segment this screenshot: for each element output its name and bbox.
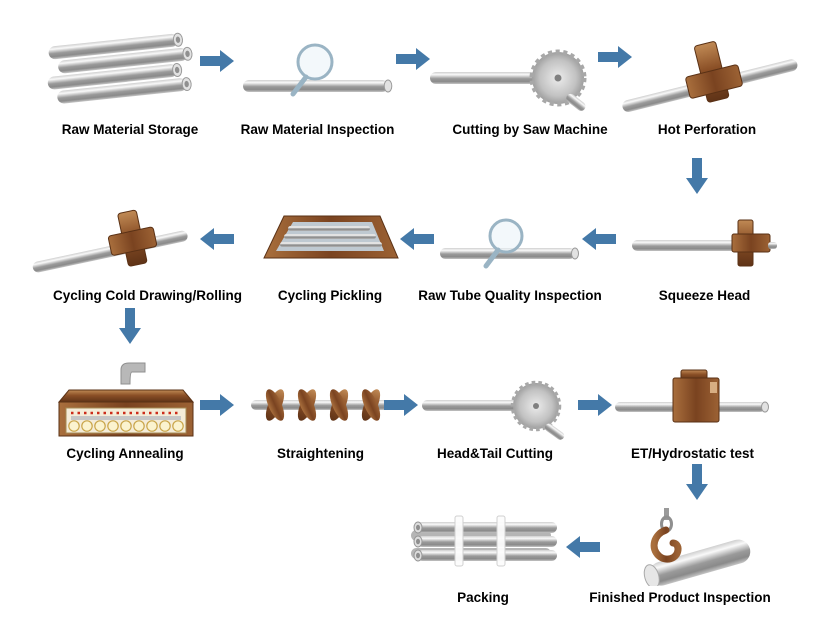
arrow-right-icon xyxy=(384,392,418,418)
step-label: Raw Material Inspection xyxy=(240,122,395,137)
saw-blade-tube-icon xyxy=(430,22,630,118)
annealing-furnace-icon xyxy=(35,358,215,442)
arrow-left-icon xyxy=(582,226,616,252)
arrow-left-icon xyxy=(400,226,434,252)
step-label: Squeeze Head xyxy=(658,288,751,303)
step-raw-material-storage: Raw Material Storage xyxy=(35,22,225,137)
arrow-right-icon xyxy=(200,392,234,418)
step-label: ET/Hydrostatic test xyxy=(630,446,755,461)
arrow-down-icon xyxy=(684,158,710,194)
step-label: Cycling Annealing xyxy=(66,446,184,461)
arrow-down-icon xyxy=(684,464,710,500)
step-straightening: Straightening xyxy=(238,358,403,461)
step-cycling-annealing: Cycling Annealing xyxy=(35,358,215,461)
step-label: Cycling Pickling xyxy=(277,288,383,303)
magnifier-tube-icon xyxy=(225,22,410,118)
arrow-left-icon xyxy=(200,226,234,252)
step-label: Raw Material Storage xyxy=(61,122,199,137)
bundled-tubes-icon xyxy=(398,508,568,586)
arrow-right-icon xyxy=(598,44,632,70)
stacked-tubes-icon xyxy=(35,22,225,118)
step-label: Cycling Cold Drawing/Rolling xyxy=(53,288,242,303)
cross-die-tube-icon xyxy=(612,22,802,118)
step-raw-tube-quality-inspection: Raw Tube Quality Inspection xyxy=(412,202,608,303)
crane-hook-tube-icon xyxy=(585,508,775,586)
step-label: Packing xyxy=(457,590,509,605)
step-label: Hot Perforation xyxy=(657,122,757,137)
step-squeeze-head: Squeeze Head xyxy=(622,202,787,303)
arrow-right-icon xyxy=(200,48,234,74)
step-finished-product-inspection: Finished Product Inspection xyxy=(585,508,775,605)
step-label: Cutting by Saw Machine xyxy=(452,122,608,137)
cross-die-tube-icon xyxy=(30,202,265,284)
step-raw-material-inspection: Raw Material Inspection xyxy=(225,22,410,137)
pickling-bath-icon xyxy=(240,202,420,284)
step-label: Raw Tube Quality Inspection xyxy=(418,288,602,303)
step-label: Head&Tail Cutting xyxy=(437,446,553,461)
arrow-left-icon xyxy=(566,534,600,560)
arrow-right-icon xyxy=(578,392,612,418)
step-head-tail-cutting: Head&Tail Cutting xyxy=(410,358,580,461)
step-label: Finished Product Inspection xyxy=(589,590,771,605)
saw-blade-tube-icon xyxy=(410,358,580,442)
step-cycling-cold-drawing: Cycling Cold Drawing/Rolling xyxy=(30,202,265,303)
test-box-tube-icon xyxy=(605,358,780,442)
arrow-down-icon xyxy=(117,308,143,344)
step-cutting-by-saw: Cutting by Saw Machine xyxy=(430,22,630,137)
spiral-rollers-tube-icon xyxy=(238,358,403,442)
step-packing: Packing xyxy=(398,508,568,605)
arrow-right-icon xyxy=(396,46,430,72)
squeeze-die-tube-icon xyxy=(622,202,787,284)
step-cycling-pickling: Cycling Pickling xyxy=(240,202,420,303)
step-et-hydrostatic-test: ET/Hydrostatic test xyxy=(605,358,780,461)
step-label: Straightening xyxy=(277,446,364,461)
magnifier-tube-icon xyxy=(412,202,608,284)
step-hot-perforation: Hot Perforation xyxy=(612,22,802,137)
